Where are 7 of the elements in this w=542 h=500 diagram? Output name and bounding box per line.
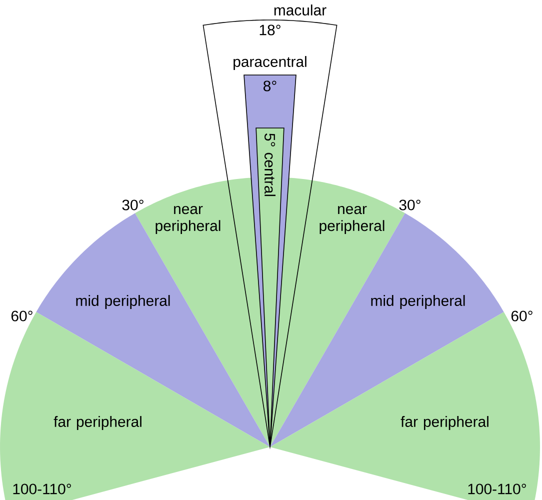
angle-label: 100-110° (13, 484, 71, 494)
angle-label: 60° (11, 310, 32, 322)
wedge: 5° central (256, 128, 284, 448)
angle-label: 60° (511, 310, 532, 322)
node-label: paracentral (234, 56, 306, 70)
angle-label: 100-110° (468, 484, 526, 494)
node-label: macular (274, 4, 326, 16)
